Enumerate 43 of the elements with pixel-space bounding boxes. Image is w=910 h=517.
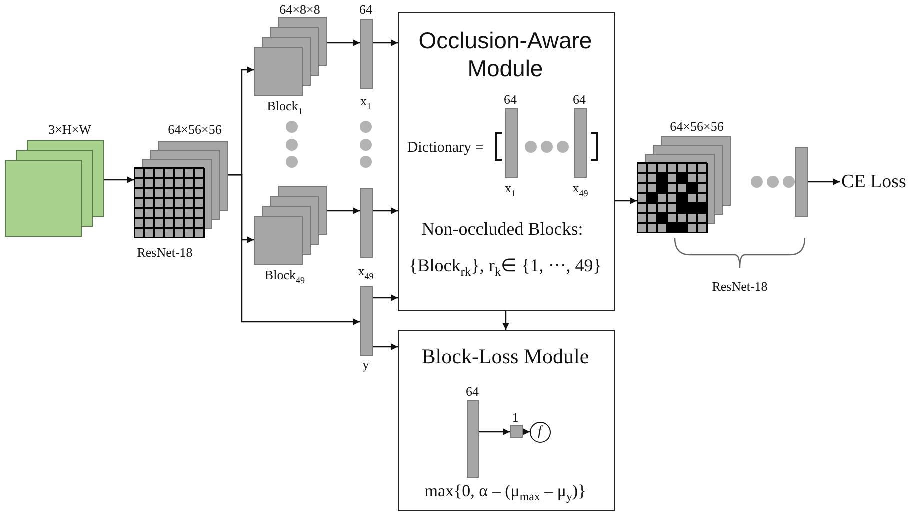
dimension-label: 64 <box>466 384 479 399</box>
section-heading: Non-occluded Blocks: <box>422 220 584 240</box>
dimension-label: 1 <box>512 410 519 425</box>
dimension-label: 64 <box>360 2 372 18</box>
arrow <box>327 208 360 214</box>
formula: max{0, α – (μ$_{max}$ – μ$_{y}$)} <box>424 482 586 504</box>
arrow <box>228 174 360 326</box>
module-box <box>398 12 615 311</box>
dimension-label: 64 <box>573 92 586 107</box>
block-label: Block$_{49}$ <box>264 268 306 286</box>
vector-label: x$_{1}$ <box>504 181 516 198</box>
arrow <box>327 40 360 46</box>
dimension-label: 64×56×56 <box>670 120 724 134</box>
module-title: Block-Loss Module <box>422 344 590 368</box>
arrow <box>479 428 510 436</box>
network-label: ResNet-18 <box>137 246 193 260</box>
dimension-label: 64×8×8 <box>280 2 320 18</box>
feature-vector-bar <box>795 147 808 217</box>
arrow <box>808 178 840 186</box>
block-label: Block$_{1}$ <box>267 100 303 116</box>
arrow <box>502 311 510 330</box>
dictionary-label: Dictionary = <box>407 139 484 156</box>
vector-label: x$_{49}$ <box>572 181 588 198</box>
arrow <box>373 344 398 350</box>
vector-label: y <box>362 358 370 372</box>
function-circle <box>530 422 550 442</box>
module-title: Occlusion-Aware Module <box>418 26 594 84</box>
arrow <box>104 176 134 184</box>
loss-label: CE Loss <box>842 172 906 194</box>
arrow <box>615 198 637 204</box>
vector-label: x$_{1}$ <box>360 94 372 112</box>
function-symbol: f <box>538 424 542 440</box>
vector-label: x$_{49}$ <box>358 264 374 282</box>
dimension-label: 64 <box>504 92 517 107</box>
module-box <box>398 330 615 511</box>
arrow <box>373 294 398 302</box>
arrow <box>523 428 530 436</box>
network-label: ResNet-18 <box>712 280 768 294</box>
arrow <box>373 208 398 214</box>
formula: {Block$_{rk}$}, r$_{k}$∈ {1, ⋯, 49} <box>409 256 602 280</box>
dimension-label: 3×H×W <box>48 122 92 138</box>
arrow <box>373 40 398 46</box>
dimension-label: 64×56×56 <box>168 122 222 138</box>
